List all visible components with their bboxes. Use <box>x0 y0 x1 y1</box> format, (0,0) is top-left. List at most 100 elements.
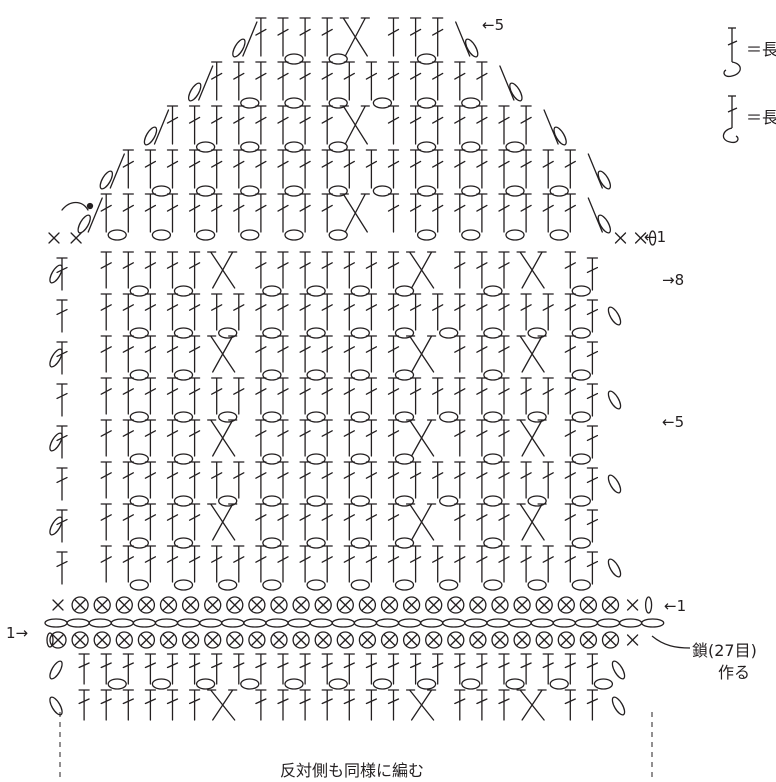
dc-stitch <box>321 419 333 457</box>
dc-stitch <box>498 335 510 373</box>
dc-stitch <box>299 689 311 721</box>
dc-stitch <box>277 193 289 233</box>
dc-stitch <box>476 653 488 685</box>
cross-stitch <box>405 419 437 457</box>
dc-stitch <box>255 149 267 189</box>
post-loop <box>505 229 525 241</box>
dc-stitch <box>520 193 532 233</box>
post-loop <box>195 678 216 690</box>
dc-stitch <box>211 105 223 145</box>
foundation-chain <box>596 618 621 628</box>
cross-stitch <box>339 193 370 233</box>
sc-circle <box>535 596 553 614</box>
dc-stitch <box>144 251 157 289</box>
foundation-chain <box>221 618 245 628</box>
dc-stitch <box>476 251 488 289</box>
dc-stitch <box>100 689 112 721</box>
legend-text-2: ＝長 <box>746 108 776 127</box>
dc-stitch <box>56 383 68 417</box>
post-loop <box>483 327 503 339</box>
post-loop <box>173 537 194 549</box>
post-loop <box>394 285 415 297</box>
post-loop <box>107 678 127 690</box>
dc-stitch <box>454 193 466 233</box>
sc-circle <box>469 631 487 649</box>
dc-stitch <box>432 61 444 101</box>
cross-stitch <box>339 105 370 145</box>
dc-stitch <box>188 503 201 541</box>
sc-circle <box>226 596 244 614</box>
dc-stitch <box>476 503 488 541</box>
post-loop <box>439 495 459 507</box>
dc-stitch <box>100 377 112 415</box>
dc-stitch <box>365 689 378 721</box>
sc-x <box>140 634 153 646</box>
post-loop <box>173 369 194 381</box>
dc-stitch <box>277 149 289 189</box>
sc-x <box>48 232 60 244</box>
chain-stitch <box>607 558 622 578</box>
foundation-chain <box>287 618 311 628</box>
dc-stitch <box>542 653 554 685</box>
sc-circle <box>425 596 443 614</box>
dc-stitch <box>188 251 201 289</box>
dc-stitch <box>520 105 532 145</box>
dc-stitch <box>144 461 157 499</box>
sc-x <box>405 599 418 611</box>
sc-x <box>626 634 639 646</box>
chain-stitch <box>464 38 479 58</box>
post-loop <box>129 495 149 507</box>
dc-stitch <box>564 503 576 541</box>
cross-stitch <box>405 503 437 541</box>
post-loop <box>218 579 238 591</box>
dc-stitch <box>387 335 400 373</box>
sc-circle <box>380 596 399 614</box>
foundation-chain <box>353 618 378 628</box>
dc-stitch <box>255 105 267 145</box>
dc-stitch <box>586 383 599 417</box>
sc-circle <box>248 596 266 614</box>
dc-stitch <box>211 149 223 189</box>
post-loop <box>306 495 326 507</box>
dc-stitch <box>100 503 112 541</box>
post-loop <box>483 453 503 465</box>
row-label-upper-1: ←1 <box>644 228 666 246</box>
post-loop <box>527 327 547 339</box>
dc-stitch <box>498 149 510 189</box>
dc-stitch <box>409 61 422 101</box>
post-loop <box>262 285 282 297</box>
post-loop <box>505 678 525 690</box>
post-loop <box>284 185 304 197</box>
sc-x <box>96 599 108 611</box>
edge-slant-right <box>543 109 559 145</box>
chain-stitch <box>49 432 63 452</box>
dc-stitch <box>343 689 355 721</box>
sc-x <box>74 599 86 611</box>
sc-circle <box>513 631 531 649</box>
sc-x <box>229 599 241 611</box>
dc-stitch <box>564 545 576 583</box>
chain-stitch <box>597 214 612 234</box>
chain-note-line1: 鎖(27目) <box>692 641 757 660</box>
dc-stitch <box>233 61 245 101</box>
dc-stitch <box>299 335 311 373</box>
post-loop <box>483 285 503 297</box>
dc-stitch <box>498 105 510 145</box>
chain-stitch <box>77 214 91 234</box>
foundation-chain <box>464 618 488 628</box>
dc-stitch <box>564 653 576 685</box>
foundation-chain <box>486 618 510 628</box>
dc-stitch <box>586 509 599 543</box>
post-loop <box>394 453 415 465</box>
dc-stitch <box>387 61 400 101</box>
sc-x <box>582 599 595 611</box>
sc-x <box>339 599 351 611</box>
dc-stitch <box>166 335 179 373</box>
dc-stitch <box>255 461 267 499</box>
dc-stitch <box>564 251 576 289</box>
dc-stitch <box>255 251 267 289</box>
post-loop <box>328 53 348 65</box>
foundation-chain <box>375 618 400 628</box>
dc-stitch <box>122 149 134 189</box>
dc-stitch <box>454 293 466 331</box>
